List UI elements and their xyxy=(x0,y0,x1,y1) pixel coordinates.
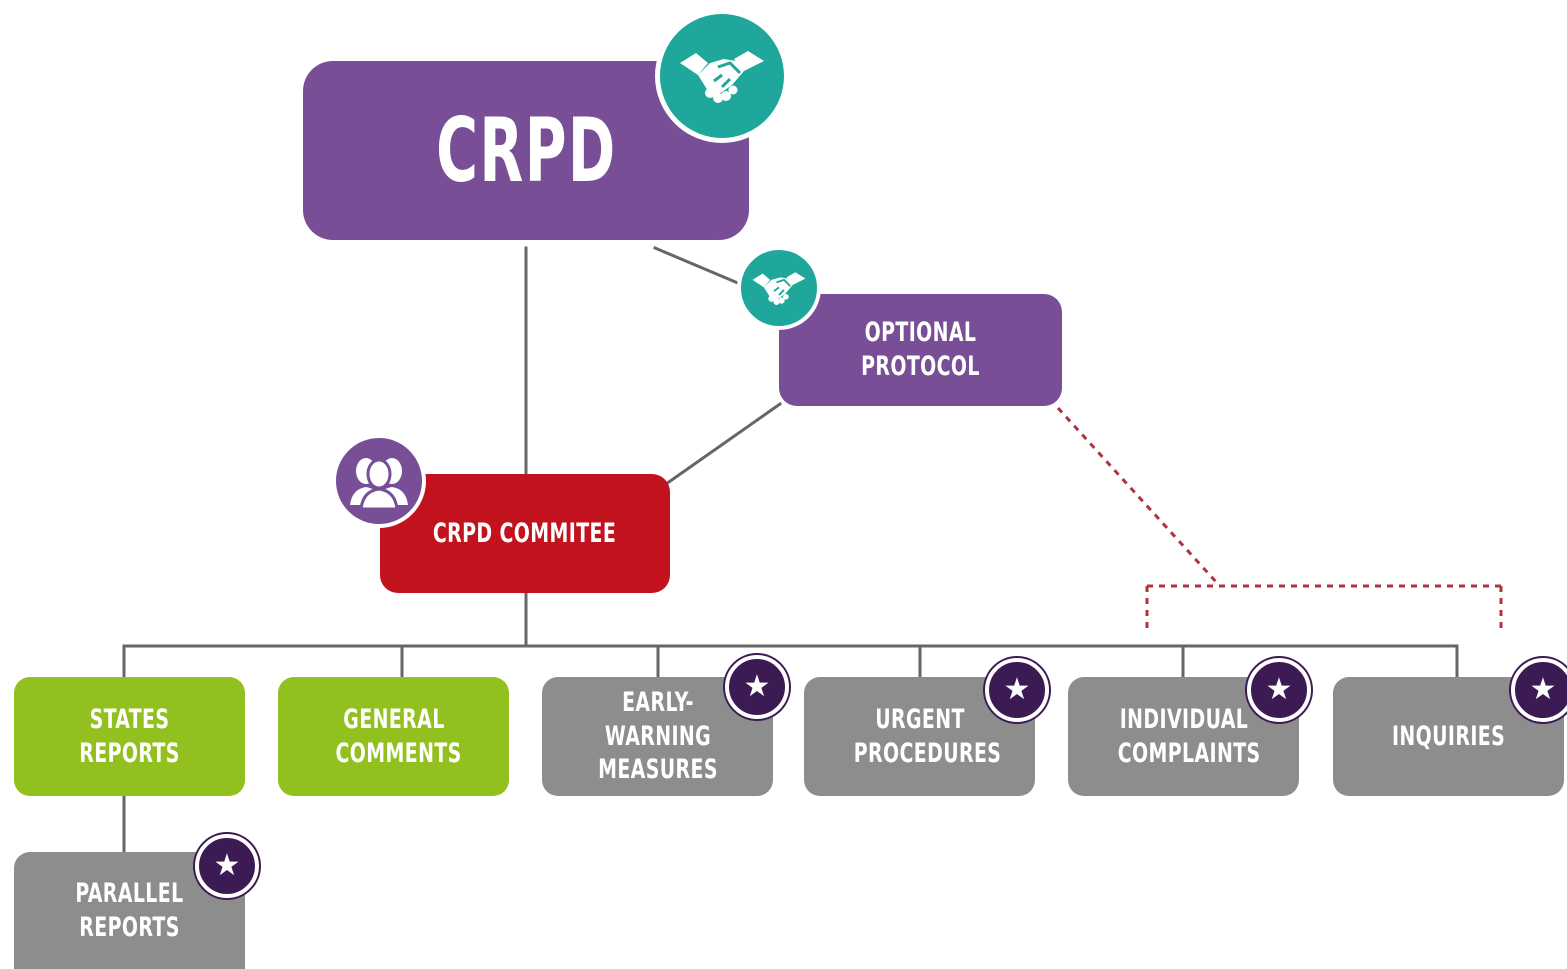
node-crpd-committee-label: CRPD COMMITEE xyxy=(433,517,617,549)
node-inquiries-label: INQUIRIES xyxy=(1391,720,1506,752)
people-icon xyxy=(332,434,426,528)
people-icon-glyph xyxy=(350,458,408,509)
node-general-comments-label: GENERAL COMMENTS xyxy=(335,703,462,769)
handshake-icon-glyph xyxy=(680,51,764,103)
star-icon: ★ xyxy=(1247,658,1311,722)
node-crpd-committee: CRPD COMMITEE xyxy=(380,474,670,593)
node-general-comments: GENERAL COMMENTS xyxy=(278,677,509,796)
handshake-icon-glyph xyxy=(752,272,806,305)
star-icon: ★ xyxy=(985,658,1049,722)
node-states-reports-label: STATES REPORTS xyxy=(79,703,180,769)
node-states-reports: STATES REPORTS xyxy=(14,677,245,796)
handshake-icon xyxy=(655,9,789,143)
node-individual-complaints-label: INDIVIDUAL COMPLAINTS xyxy=(1117,703,1261,769)
node-parallel-reports-label: PARALLEL REPORTS xyxy=(75,877,184,943)
line-crpd-to-optional xyxy=(653,246,747,288)
dotted-optional-to-split xyxy=(1056,406,1220,586)
star-icon: ★ xyxy=(725,655,789,719)
node-crpd-label: CRPD xyxy=(435,98,617,202)
handshake-icon xyxy=(737,246,821,330)
node-optional-protocol: OPTIONAL PROTOCOL xyxy=(779,294,1062,406)
star-icon: ★ xyxy=(1511,658,1567,722)
node-urgent-procedures-label: URGENT PROCEDURES xyxy=(853,703,1001,769)
line-optional-to-committee xyxy=(663,401,783,487)
node-optional-protocol-label: OPTIONAL PROTOCOL xyxy=(861,317,980,382)
star-icon: ★ xyxy=(195,834,259,898)
node-early-warning-measures-label: EARLY-WARNING MEASURES xyxy=(597,686,718,786)
